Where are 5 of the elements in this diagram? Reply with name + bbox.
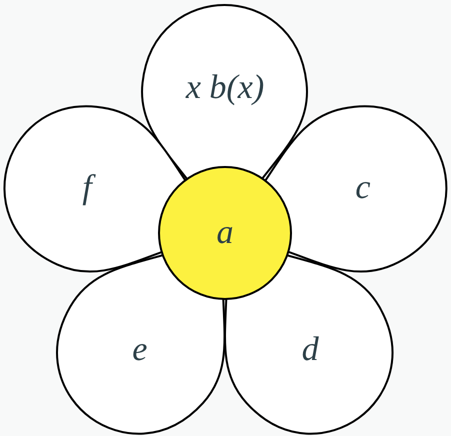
petal-label: x b(x) [186, 71, 264, 105]
petal-label: d [302, 333, 319, 368]
petal-label: e [132, 333, 148, 368]
petal-label: c [355, 171, 370, 206]
center-label: a [216, 216, 234, 250]
